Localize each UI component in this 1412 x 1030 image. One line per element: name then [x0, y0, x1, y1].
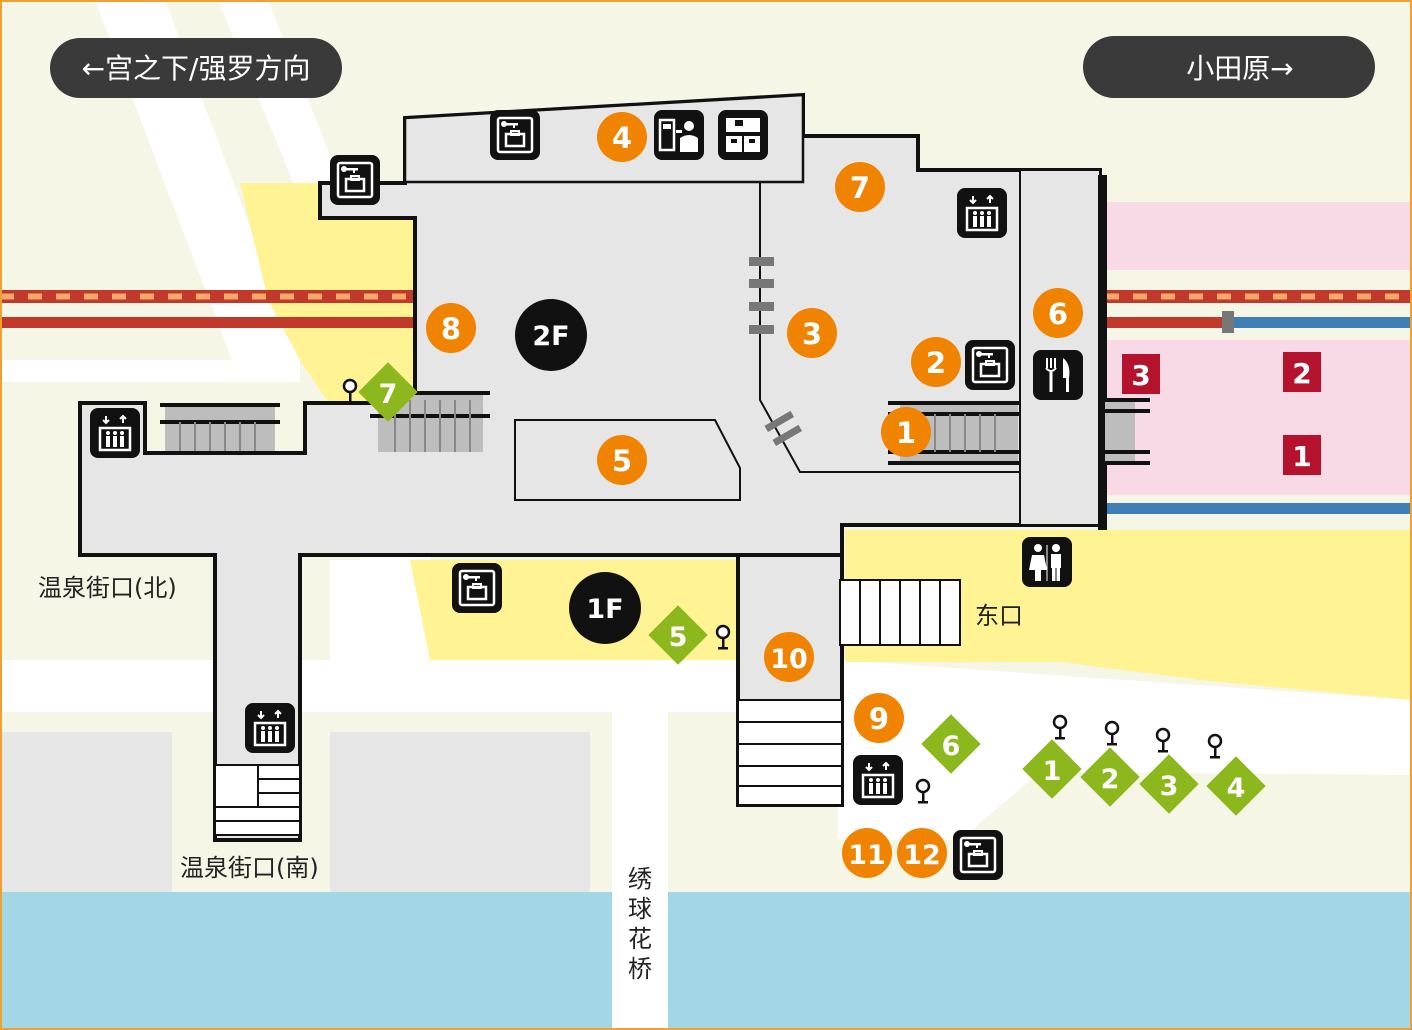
svg-text:2F: 2F [532, 321, 569, 352]
ticket-machine-icon[interactable] [654, 110, 704, 160]
svg-text:4: 4 [612, 121, 632, 155]
svg-text:1: 1 [896, 416, 916, 450]
orange-marker[interactable]: 6 [1033, 288, 1083, 338]
svg-text:9: 9 [869, 702, 889, 736]
svg-text:4: 4 [1227, 773, 1246, 804]
platform-marker: 3 [1122, 354, 1160, 394]
elevator-icon[interactable] [90, 408, 140, 458]
elevator-icon[interactable] [245, 703, 295, 753]
orange-marker[interactable]: 11 [842, 828, 892, 878]
locker-icon[interactable] [965, 340, 1015, 390]
building-block [330, 732, 590, 892]
svg-text:3: 3 [1131, 359, 1150, 392]
orange-marker[interactable]: 5 [597, 435, 647, 485]
svg-text:7: 7 [850, 171, 870, 205]
bus-stop-marker[interactable]: 7 [358, 362, 418, 422]
bus-stop-marker[interactable]: 1 [1022, 739, 1082, 799]
corridor [1019, 169, 1101, 526]
bus-stop-marker[interactable]: 3 [1139, 754, 1199, 814]
locker-icon[interactable] [330, 155, 380, 205]
onsen-south-exit-label: 温泉街口(南) [180, 854, 319, 882]
orange-marker[interactable]: 12 [897, 828, 947, 878]
ticket-gates [749, 257, 802, 446]
onsen-north-exit-label: 温泉街口(北) [38, 574, 177, 602]
bridge-label: 绣 球 花 桥 [628, 865, 652, 983]
platform-area [1105, 202, 1412, 270]
svg-text:球: 球 [628, 895, 652, 923]
direction-left-pill[interactable]: ←宫之下/强罗方向 [50, 38, 342, 98]
svg-text:花: 花 [628, 925, 652, 953]
orange-marker[interactable]: 3 [787, 308, 837, 358]
svg-text:1: 1 [1043, 756, 1062, 787]
rail-lines [0, 290, 1412, 514]
building-block [0, 732, 172, 892]
orange-marker[interactable]: 9 [854, 693, 904, 743]
svg-text:1: 1 [1292, 440, 1311, 473]
direction-left-label: ←宫之下/强罗方向 [82, 52, 311, 85]
locker-icon[interactable] [452, 563, 502, 613]
orange-marker[interactable]: 4 [597, 112, 647, 162]
wall [1098, 175, 1107, 530]
orange-marker[interactable]: 2 [911, 337, 961, 387]
svg-text:6: 6 [942, 731, 961, 762]
platform-marker: 2 [1283, 352, 1321, 392]
locker-icon[interactable] [490, 110, 540, 160]
bus-stop-marker[interactable]: 5 [648, 605, 708, 665]
restaurant-icon[interactable] [1033, 350, 1083, 400]
orange-marker[interactable]: 1 [881, 407, 931, 457]
svg-text:2: 2 [1101, 764, 1120, 795]
orange-marker[interactable]: 8 [426, 303, 476, 353]
svg-text:7: 7 [379, 379, 398, 410]
elevator-icon[interactable] [853, 755, 903, 805]
direction-right-label: 小田原→ [1186, 52, 1293, 85]
locker-icon[interactable] [953, 830, 1003, 880]
svg-text:12: 12 [903, 840, 941, 871]
svg-text:11: 11 [848, 840, 886, 871]
elevator-icon[interactable] [957, 188, 1007, 238]
east-exit-label: 东口 [975, 602, 1023, 630]
platform-marker: 1 [1283, 435, 1321, 475]
svg-text:2: 2 [926, 346, 946, 380]
svg-text:8: 8 [441, 312, 461, 346]
luggage-icon[interactable] [718, 110, 768, 160]
restroom-icon[interactable] [1022, 537, 1072, 587]
orange-marker[interactable]: 10 [764, 632, 814, 682]
svg-text:5: 5 [669, 622, 688, 653]
bus-stop-marker[interactable]: 2 [1080, 747, 1140, 807]
svg-text:桥: 桥 [628, 955, 652, 983]
floor-badge-1f: 1F [569, 572, 641, 644]
svg-text:3: 3 [802, 317, 822, 351]
svg-text:1F: 1F [586, 594, 623, 625]
direction-right-pill[interactable]: 小田原→ [1083, 36, 1375, 98]
bus-stop-marker[interactable]: 6 [921, 714, 981, 774]
svg-text:6: 6 [1048, 297, 1068, 331]
floor-badge-2f: 2F [515, 299, 587, 371]
svg-text:3: 3 [1160, 771, 1179, 802]
river [0, 892, 1412, 1030]
stairs [737, 699, 843, 806]
east-exit-stairs [839, 579, 961, 646]
svg-text:5: 5 [612, 444, 632, 478]
orange-marker[interactable]: 7 [835, 162, 885, 212]
svg-text:绣: 绣 [628, 865, 652, 893]
bus-stop-marker[interactable]: 4 [1206, 756, 1266, 816]
south-exit-stairs [214, 764, 301, 836]
svg-text:10: 10 [770, 644, 808, 675]
svg-text:2: 2 [1292, 357, 1311, 390]
